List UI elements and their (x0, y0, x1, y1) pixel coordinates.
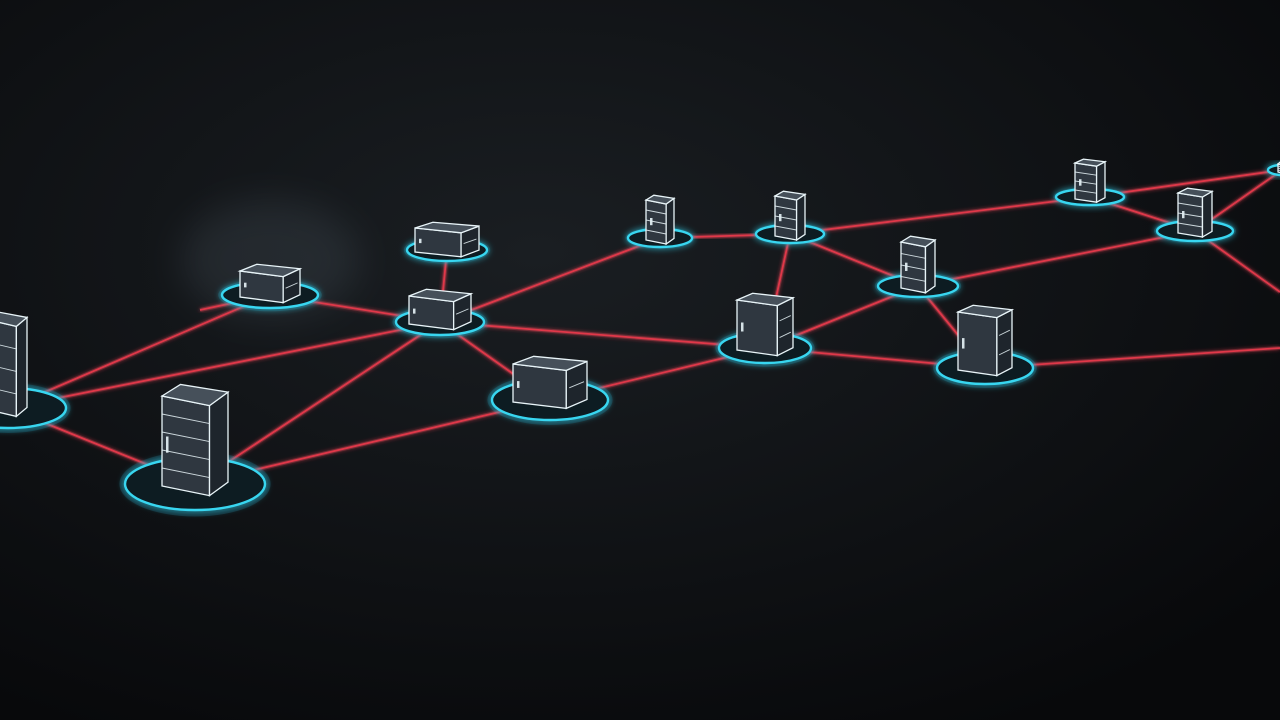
server-node (1266, 161, 1280, 177)
server-nodes (0, 158, 1280, 517)
server-node (403, 221, 491, 264)
server-top-face (160, 383, 230, 407)
server-indicator (244, 282, 247, 288)
server-indicator (1182, 211, 1185, 219)
server-top-face (1175, 187, 1214, 198)
server-vent-line (779, 315, 791, 322)
server-side-face (665, 197, 675, 246)
server-bay-line (0, 344, 17, 350)
server-bay-line (1177, 202, 1203, 208)
network-link (1089, 169, 1280, 198)
server-bay-line (1277, 169, 1280, 172)
server-bay-line (774, 225, 797, 231)
server-bay-line (645, 209, 667, 215)
server-side-face (795, 193, 806, 242)
network-link (7, 321, 441, 409)
server-bay-line (0, 367, 17, 372)
network-link (917, 230, 1196, 287)
server-indicator (413, 308, 416, 314)
server-bay-line (1074, 180, 1097, 185)
server-top-face (0, 311, 29, 328)
server-node (0, 311, 71, 433)
node-ring (1266, 163, 1280, 177)
server-bay-line (1074, 189, 1097, 194)
server-side-face (208, 390, 229, 497)
server-bay-line (774, 215, 797, 221)
server-bay-line (161, 449, 210, 461)
network-link (194, 321, 441, 485)
server-node (392, 288, 488, 339)
server-node (625, 194, 695, 250)
server-front-face (161, 395, 211, 497)
server-indicator (517, 381, 520, 388)
server-bay-line (900, 253, 926, 259)
server-top-face (773, 190, 807, 201)
server-top-face (237, 263, 303, 278)
server-node (933, 304, 1037, 388)
server-vent-line (285, 282, 298, 289)
server-node (487, 355, 613, 425)
server-front-face (512, 363, 567, 410)
server-bay-line (1074, 171, 1097, 176)
server-indicator (779, 214, 782, 222)
server-vent-line (998, 329, 1011, 336)
server-bay-line (1177, 222, 1203, 228)
server-bay-line (1277, 167, 1280, 170)
server-bay-line (774, 205, 797, 211)
server-vent-line (455, 308, 469, 315)
server-bay-line (161, 431, 210, 443)
server-node (753, 190, 827, 246)
server-indicator (741, 322, 744, 332)
server-indicator (166, 436, 169, 453)
server-bay-line (645, 229, 667, 235)
server-side-face (996, 308, 1013, 377)
server-vent-line (463, 238, 477, 245)
server-top-face (955, 304, 1015, 319)
server-side-face (1095, 160, 1106, 204)
server-bay-line (900, 276, 926, 282)
server-side-face (776, 296, 794, 357)
server-side-face (924, 238, 936, 295)
server-node (218, 263, 322, 312)
network-link (984, 347, 1280, 369)
server-node (874, 235, 962, 300)
server-node (715, 292, 815, 367)
network-link (7, 294, 271, 409)
server-indicator (419, 238, 422, 244)
network-link (439, 321, 766, 349)
server-node (119, 383, 271, 517)
server-bay-line (1277, 165, 1280, 168)
server-top-face (1072, 158, 1108, 167)
server-indicator (962, 338, 965, 349)
network-link (789, 196, 1091, 235)
server-bay-line (645, 219, 667, 225)
server-top-face (899, 235, 937, 248)
server-top-face (512, 355, 588, 372)
server-top-face (414, 221, 480, 234)
server-top-face (408, 288, 474, 303)
server-indicator (905, 262, 908, 271)
server-node (1153, 187, 1237, 244)
server-side-face (1201, 190, 1213, 239)
server-indicator (1079, 179, 1082, 186)
server-node (1053, 158, 1127, 207)
server-vent-line (569, 381, 585, 389)
server-top-face (734, 292, 796, 307)
server-vent-line (998, 349, 1011, 356)
server-indicator (650, 218, 653, 226)
server-side-face (15, 316, 28, 418)
server-top-face (644, 194, 676, 205)
network-link (439, 237, 661, 323)
server-bay-line (161, 413, 210, 425)
server-bay-line (161, 467, 210, 479)
server-bay-line (0, 389, 17, 395)
server-vent-line (779, 331, 791, 338)
